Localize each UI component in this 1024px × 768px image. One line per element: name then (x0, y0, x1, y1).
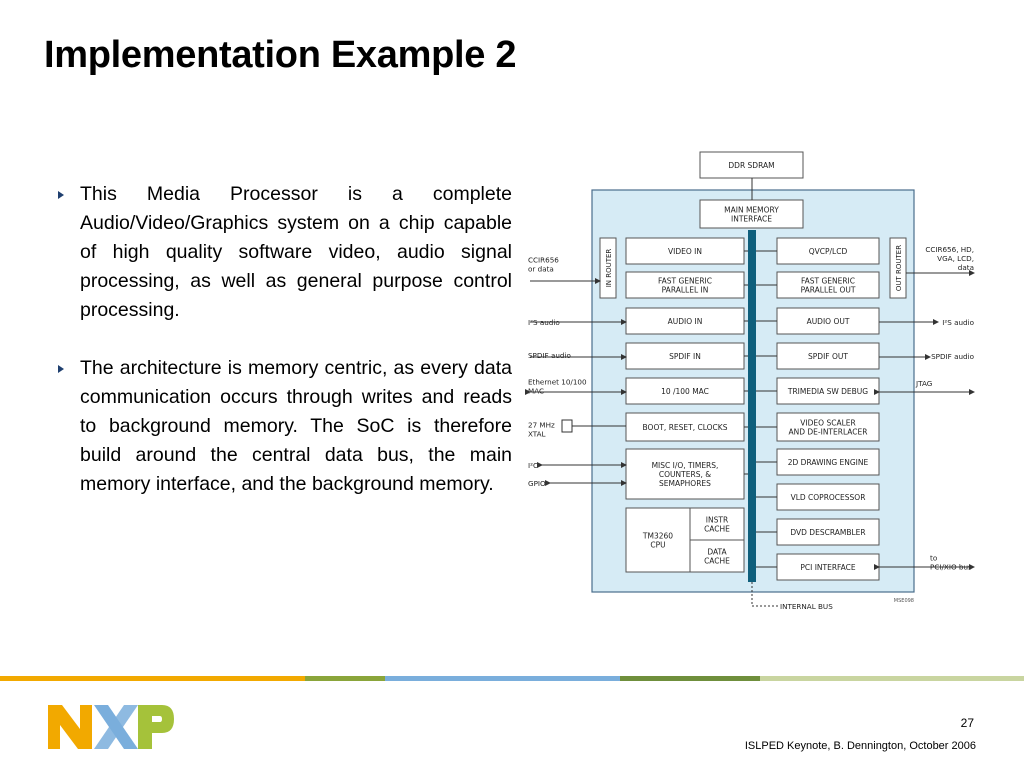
left-block-label: PARALLEL IN (662, 286, 709, 295)
ext-ccir-in-label: or data (528, 265, 554, 274)
right-block-label: PCI INTERFACE (800, 563, 856, 572)
left-block (625, 412, 745, 442)
bullet-list: This Media Processor is a complete Audio… (58, 180, 512, 528)
right-block (776, 377, 880, 405)
main-memory-interface-block-label: INTERFACE (731, 215, 772, 224)
figure-code: MSE098 (894, 598, 914, 604)
ext-gpio-label: GPIO (528, 479, 546, 488)
left-block (625, 307, 745, 335)
ext-ethernet-label: Ethernet 10/100 (528, 378, 587, 387)
footer-stripe-segment (385, 676, 620, 681)
page-number: 27 (960, 716, 974, 730)
ext-ccir-in-label: CCIR656 (528, 256, 559, 265)
cpu-label: CPU (650, 541, 665, 550)
left-block-label: SPDIF IN (669, 352, 701, 361)
ext-ccir-out-label: CCIR656, HD, (925, 245, 974, 254)
ext-ccir-out-label: data (958, 263, 974, 272)
left-block (625, 377, 745, 405)
right-block (776, 448, 880, 476)
ext-i2c-label: I²C (528, 461, 538, 470)
right-block (776, 412, 880, 442)
left-block-label: VIDEO IN (668, 247, 702, 256)
cpu-label: TM3260 (642, 532, 673, 541)
left-block (625, 448, 745, 500)
right-block-label: VLD COPROCESSOR (791, 493, 866, 502)
right-block-label: AND DE-INTERLACER (788, 428, 867, 437)
footer-stripe-segment (0, 676, 305, 681)
left-block (625, 271, 745, 299)
instr-cache-label: INSTR (706, 516, 728, 525)
right-block-label: SPDIF OUT (808, 352, 848, 361)
left-block-label: 10 /100 MAC (661, 387, 709, 396)
footer-citation: ISLPED Keynote, B. Dennington, October 2… (744, 740, 976, 752)
ext-pci-label: to (930, 554, 937, 563)
right-block (776, 518, 880, 546)
ext-ethernet-label: MAC (528, 387, 544, 396)
data-cache-label: CACHE (704, 557, 730, 566)
ext-xtal-label: XTAL (528, 430, 546, 439)
footer-stripe-segment (760, 676, 1024, 681)
data-cache-label: DATA (707, 548, 727, 557)
internal-bus-bar (748, 230, 756, 582)
left-block-label: COUNTERS, & (659, 470, 711, 479)
right-block-label: VIDEO SCALER (800, 419, 855, 428)
left-block (625, 342, 745, 370)
ddr-sdram-block (699, 151, 804, 179)
bullet-item: This Media Processor is a complete Audio… (58, 180, 512, 325)
ext-jtag-label: JTAG (915, 379, 932, 388)
out-router-label: OUT ROUTER (895, 245, 903, 291)
right-block-label: QVCP/LCD (809, 247, 848, 256)
right-block-label: FAST GENERIC (801, 277, 855, 286)
right-block-label: AUDIO OUT (807, 317, 850, 326)
left-block (625, 237, 745, 265)
footer-stripe-segment (305, 676, 385, 681)
slide-title: Implementation Example 2 (44, 34, 517, 76)
right-block (776, 342, 880, 370)
nxp-logo (46, 703, 176, 756)
right-block (776, 483, 880, 511)
bullet-text: The architecture is memory centric, as e… (80, 357, 512, 495)
right-block-label: PARALLEL OUT (801, 286, 856, 295)
left-block-label: AUDIO IN (668, 317, 703, 326)
ext-spdif-in-label: SPDIF audio (528, 351, 571, 360)
out-router-block (889, 237, 907, 299)
internal-bus-label: INTERNAL BUS (780, 602, 833, 611)
footer-stripe-segment (620, 676, 760, 681)
crystal-symbol (561, 419, 573, 433)
instr-cache-label: CACHE (704, 525, 730, 534)
right-block (776, 237, 880, 265)
right-block (776, 553, 880, 581)
left-block-label: MISC I/O, TIMERS, (652, 461, 719, 470)
ext-xtal-label: 27 MHz (528, 421, 555, 430)
bullet-arrow-icon (58, 365, 64, 373)
ext-i2s-out-label: I²S audio (942, 318, 974, 327)
bullet-text: This Media Processor is a complete Audio… (80, 183, 512, 321)
left-block-label: BOOT, RESET, CLOCKS (643, 423, 728, 432)
left-block-label: FAST GENERIC (658, 277, 712, 286)
bullet-arrow-icon (58, 191, 64, 199)
right-block-label: TRIMEDIA SW DEBUG (787, 387, 868, 396)
ddr-sdram-block-label: DDR SDRAM (728, 161, 774, 170)
left-block-label: SEMAPHORES (659, 479, 711, 488)
in-router-label: IN ROUTER (605, 249, 613, 288)
bullet-item: The architecture is memory centric, as e… (58, 354, 512, 499)
right-block-label: 2D DRAWING ENGINE (788, 458, 869, 467)
footer-stripe (0, 676, 1024, 681)
right-block-label: DVD DESCRAMBLER (790, 528, 865, 537)
in-router-block (599, 237, 617, 299)
main-memory-interface-block-label: MAIN MEMORY (724, 206, 779, 215)
ext-ccir-out-label: VGA, LCD, (937, 254, 974, 263)
ext-spdif-out-label: SPDIF audio (931, 352, 974, 361)
